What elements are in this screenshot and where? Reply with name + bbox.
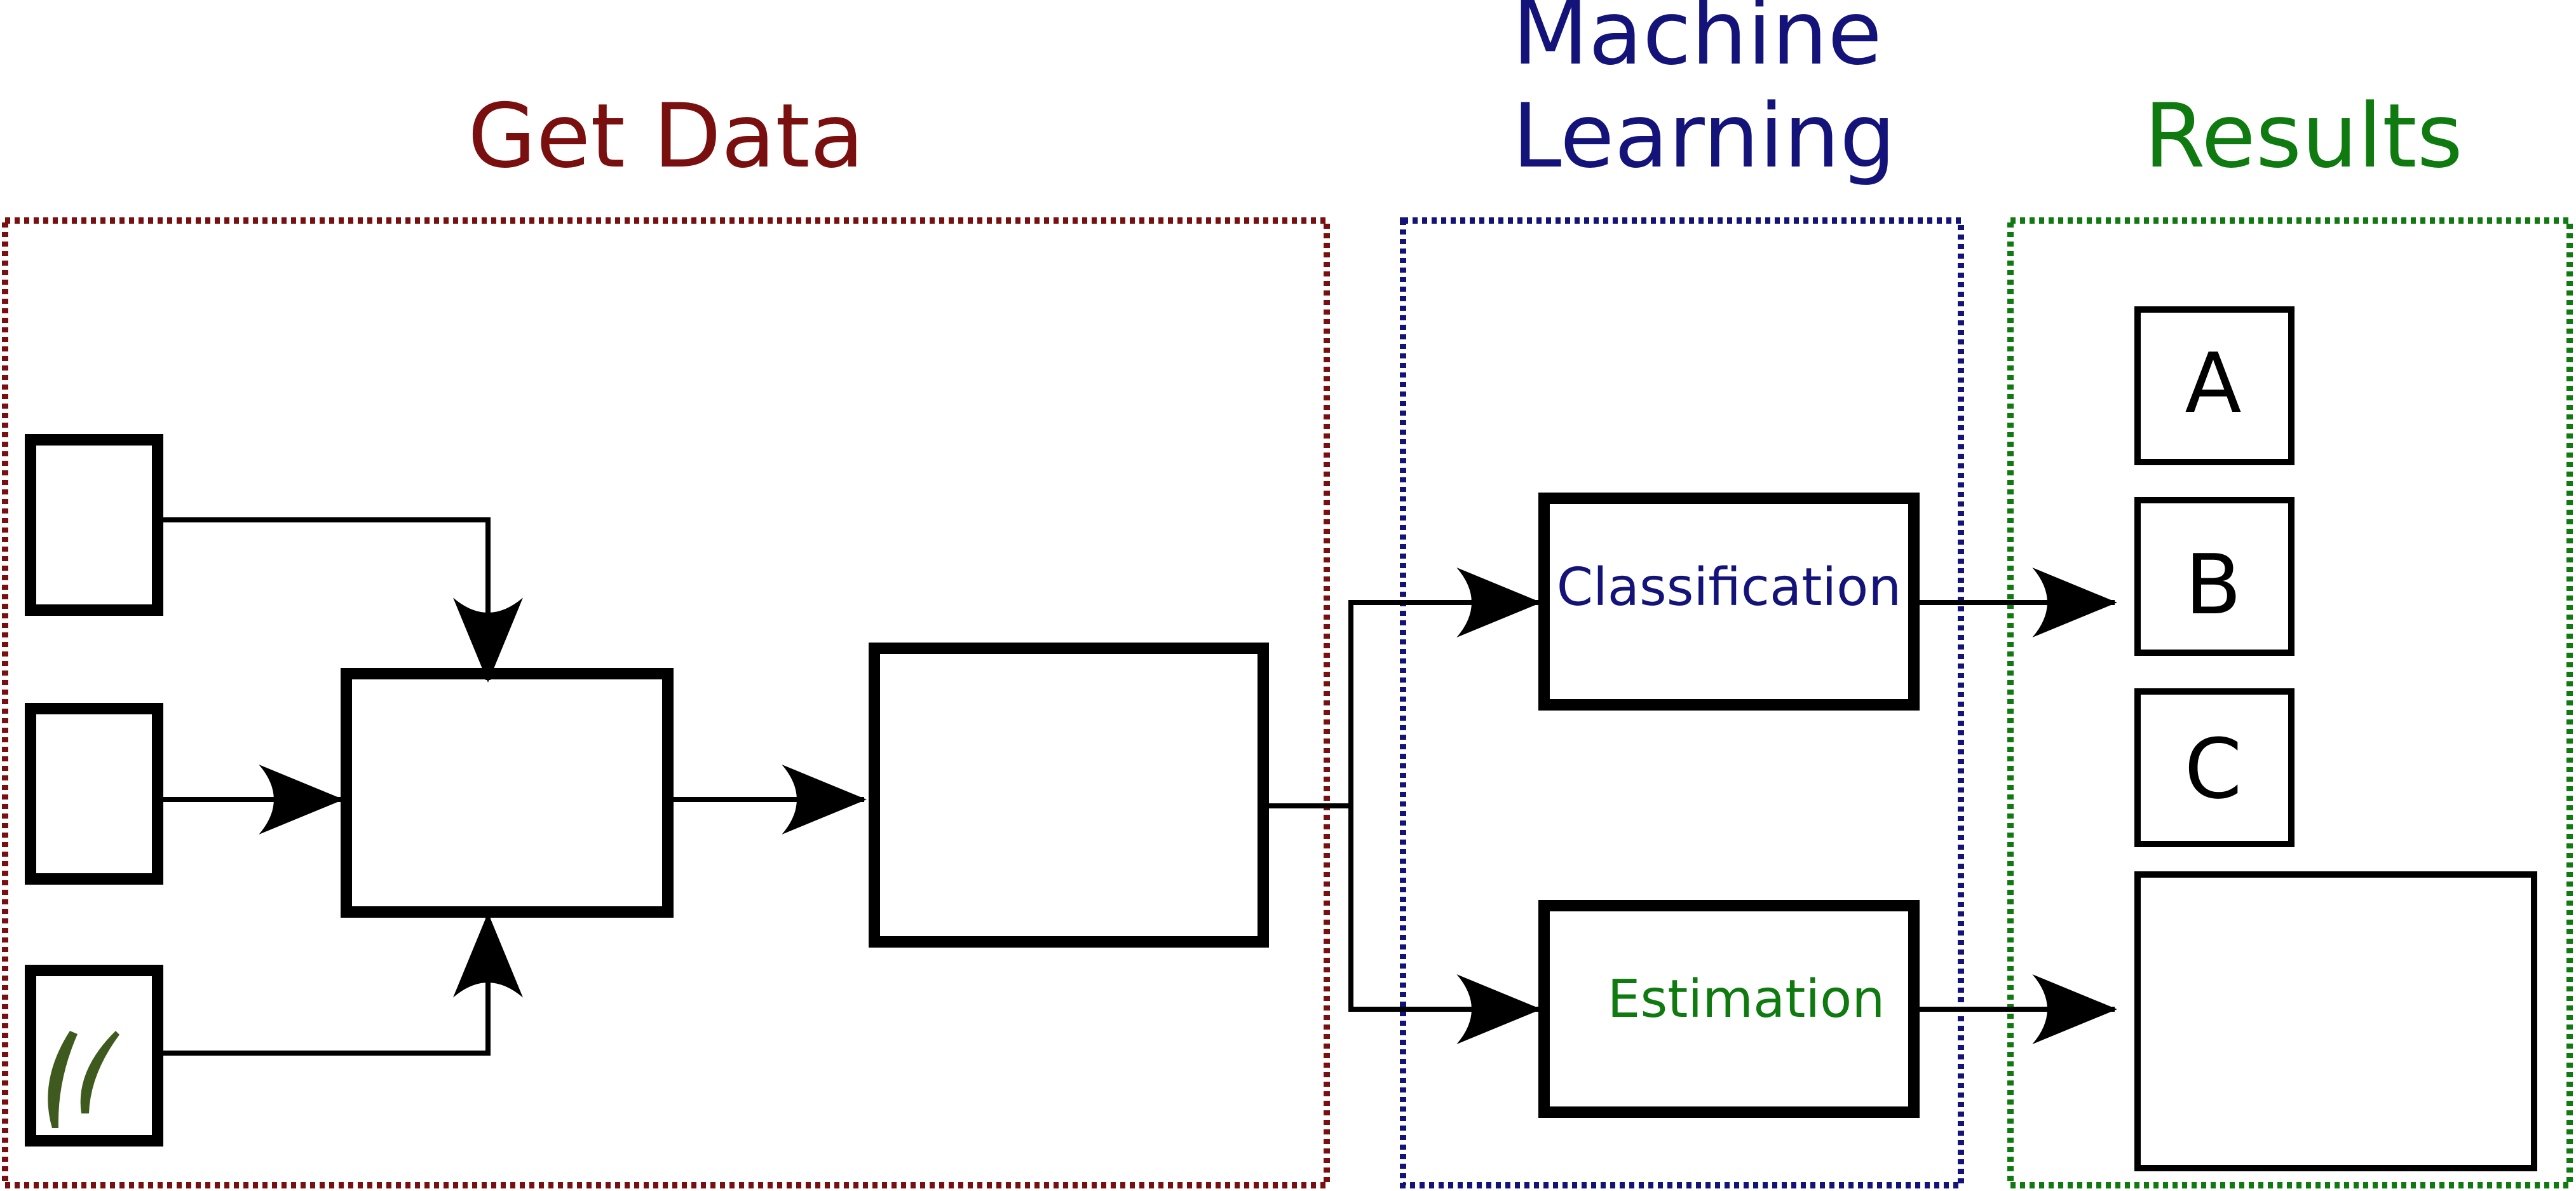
connector-processing-to-classification xyxy=(1269,568,1542,808)
section-title-get-data: Get Data xyxy=(468,85,864,187)
result-box-b xyxy=(2134,497,2295,656)
results-frame xyxy=(2007,217,2573,1188)
result-label-a: A xyxy=(2185,335,2242,432)
connector-processing-to-estimation xyxy=(1348,806,1542,1044)
machine-learning-frame xyxy=(1400,217,1964,1188)
result-box-c xyxy=(2134,688,2295,847)
source-box-2 xyxy=(25,703,163,885)
section-title-machine-learning-line2: Learning xyxy=(1512,85,1895,187)
source-box-1 xyxy=(25,434,163,616)
merge-box xyxy=(341,668,674,918)
result-label-c: C xyxy=(2185,721,2242,817)
result-label-b: B xyxy=(2185,536,2241,633)
classification-box xyxy=(1538,493,1920,711)
result-box-estimation-output xyxy=(2134,871,2537,1171)
classification-label: Classification xyxy=(1557,557,1902,618)
get-data-frame xyxy=(2,217,1330,1188)
section-title-machine-learning-line1: Machine xyxy=(1512,0,1882,85)
result-box-a xyxy=(2134,306,2295,465)
processing-box xyxy=(869,643,1269,948)
estimation-label: Estimation xyxy=(1608,969,1885,1030)
estimation-box xyxy=(1538,900,1920,1118)
connector-source1-to-merge xyxy=(163,517,523,683)
connector-source3-to-merge xyxy=(163,913,523,1056)
section-title-results: Results xyxy=(2144,85,2463,187)
leaf-logo-icon xyxy=(48,1031,119,1128)
